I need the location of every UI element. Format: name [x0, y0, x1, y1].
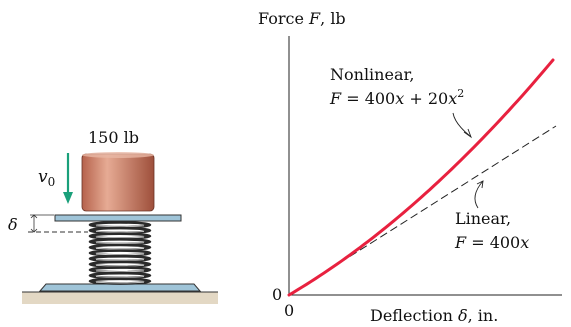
linear-label-equation: F = 400x: [454, 233, 529, 252]
spring-coil-highlight: [95, 264, 145, 267]
spring-coil-highlight: [95, 276, 145, 278]
spring-coil-highlight: [95, 231, 145, 233]
spring-mass-system: δ 150 lb v0: [8, 128, 218, 304]
base-plate: [38, 283, 202, 292]
spring-coil-highlight: [95, 281, 145, 284]
nonlinear-leader-arrow: [463, 128, 472, 139]
spring-coil-highlight: [95, 236, 145, 239]
top-plate: [54, 214, 182, 222]
mass-block: [81, 153, 155, 212]
spring-coil-highlight: [95, 270, 145, 273]
y-axis-label: Force F, lb: [258, 9, 346, 28]
deflection-symbol-label: δ: [8, 215, 18, 234]
linear-leader-line: [474, 180, 484, 209]
linear-leader-arrow: [476, 180, 484, 189]
x-axis-label: Deflection δ, in.: [370, 306, 498, 325]
origin-y-label: 0: [272, 285, 282, 304]
origin-x-label: 0: [284, 301, 294, 320]
spring: [88, 221, 152, 285]
mass-label: 150 lb: [88, 128, 139, 147]
spring-coil-highlight: [95, 247, 145, 250]
velocity-label: v0: [38, 167, 55, 189]
force-deflection-graph: Force F, lb Deflection δ, in. 0 0 Nonlin…: [258, 9, 562, 325]
spring-coil: [88, 277, 152, 285]
spring-coil-highlight: [95, 225, 145, 228]
nonlinear-leader-line: [452, 112, 471, 137]
spring-coil-highlight: [95, 259, 145, 261]
mass-top-highlight: [82, 152, 154, 158]
nonlinear-label-title: Nonlinear,: [330, 65, 414, 84]
nonlinear-label-equation: F = 400x + 20x2: [329, 87, 464, 108]
linear-label-title: Linear,: [455, 209, 511, 228]
velocity-arrow-head: [63, 192, 73, 204]
deflection-arrow-bottom: [30, 228, 38, 233]
nonlinear-spring-curve: [287, 58, 555, 297]
spring-coil-highlight: [95, 253, 145, 256]
spring-coil-highlight: [95, 242, 145, 244]
ground: [22, 292, 218, 304]
